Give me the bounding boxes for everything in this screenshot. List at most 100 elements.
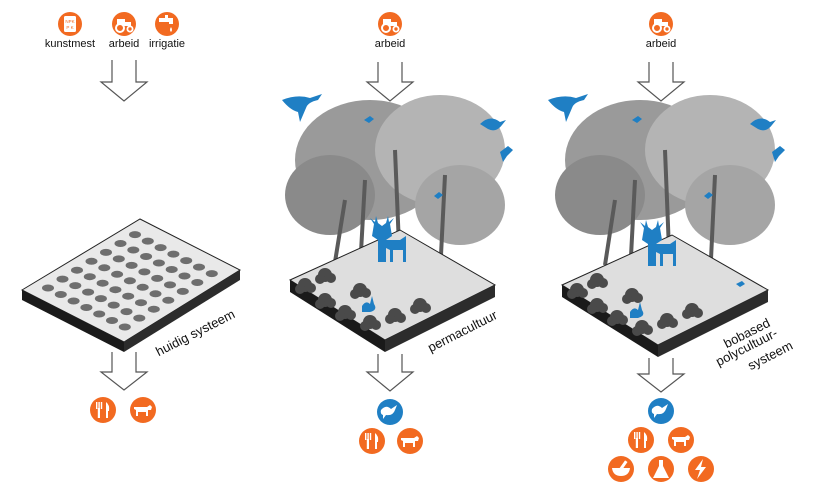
cow-icon — [397, 428, 423, 454]
crop-plant — [83, 273, 96, 281]
permaculture-block — [282, 94, 513, 352]
input-arrow — [99, 60, 149, 102]
cow-icon — [130, 397, 156, 423]
input-label-irrigatie: irrigatie — [148, 38, 186, 50]
eagle-icon — [282, 94, 322, 122]
crop-plant — [114, 240, 127, 247]
crop-plant — [147, 305, 160, 313]
current-system-column — [20, 12, 242, 423]
cow-icon — [668, 427, 694, 453]
bird-icon — [480, 118, 506, 131]
input-label-kunstmest: kunstmest — [44, 38, 96, 50]
wildlife — [548, 94, 785, 318]
crop-plant — [120, 308, 133, 316]
crop-plant — [135, 299, 147, 307]
bird-icon — [632, 116, 642, 123]
input-label-arbeid: arbeid — [374, 38, 406, 50]
current-inputs — [58, 12, 179, 36]
crop-plant — [151, 274, 164, 282]
crop-plant — [180, 257, 193, 265]
wildlife — [282, 94, 513, 312]
tractor-icon — [112, 12, 136, 36]
bird-icon — [772, 146, 785, 162]
crop-plant — [165, 266, 178, 273]
crop-plant — [123, 277, 136, 285]
tree-canopy — [555, 95, 775, 281]
fork-knife-icon — [628, 427, 654, 453]
crop-plant — [149, 290, 162, 298]
crop-plant — [193, 263, 205, 271]
flask-icon — [648, 456, 674, 482]
eagle-icon — [548, 94, 588, 122]
crop-plant — [140, 253, 153, 260]
tractor-icon — [649, 12, 673, 36]
crop-plant — [109, 286, 122, 294]
crop-plant — [94, 295, 107, 303]
rabbit-icon — [362, 296, 376, 312]
bird-icon — [736, 281, 745, 287]
biobased-inputs — [649, 12, 673, 36]
biobased-column — [548, 12, 785, 482]
permaculture-column — [282, 12, 513, 454]
water-tap-icon — [155, 12, 179, 36]
crop-plant — [71, 266, 83, 274]
crop-plant — [80, 304, 93, 311]
bird-icon — [648, 398, 674, 424]
crop-plant — [54, 291, 67, 298]
input-arrow — [365, 62, 415, 102]
output-arrow — [636, 358, 686, 393]
bird-icon — [434, 192, 443, 199]
fork-knife-icon — [90, 397, 116, 423]
crop-plant — [42, 284, 54, 292]
deer-icon — [370, 216, 406, 262]
crop-plant — [56, 275, 69, 283]
crop-plant — [96, 279, 109, 287]
crop-plant — [111, 270, 124, 278]
bird-icon — [364, 116, 374, 123]
output-arrow — [99, 352, 149, 391]
crop-plant — [141, 237, 154, 245]
crop-plant — [67, 297, 80, 305]
crop-plant — [154, 244, 167, 252]
crop-plant — [152, 259, 165, 267]
mortar-bowl-icon — [608, 456, 634, 482]
crop-plant — [176, 287, 189, 295]
biobased-block — [548, 94, 785, 357]
crop-plant — [136, 283, 149, 291]
tractor-icon — [378, 12, 402, 36]
bird-icon — [500, 146, 513, 162]
deer-icon — [640, 220, 676, 266]
current-outputs — [90, 397, 156, 423]
crop-plant — [191, 279, 204, 286]
crop-plant — [112, 255, 125, 263]
crop-plant — [205, 270, 218, 278]
input-label-arbeid: arbeid — [645, 38, 677, 50]
output-arrow — [365, 354, 415, 392]
crop-plant — [82, 288, 95, 296]
crop-plant — [85, 257, 98, 265]
crop-plant — [100, 248, 112, 256]
permaculture-inputs — [378, 12, 402, 36]
fertilizer-bag-icon — [58, 12, 82, 36]
crop-plant — [164, 281, 176, 289]
crop-plant — [98, 264, 111, 272]
crop-plant — [122, 292, 135, 300]
current-field-block — [20, 218, 242, 352]
bird-icon — [704, 192, 713, 199]
crop-plant — [178, 272, 191, 280]
crop-plant — [167, 250, 180, 258]
tree-canopy — [285, 95, 505, 276]
crop-plant — [69, 282, 82, 290]
crop-plant — [125, 261, 138, 269]
crop-plant — [162, 296, 175, 304]
crop-plant — [106, 317, 118, 324]
bird-icon — [377, 399, 403, 425]
crop-plant — [133, 314, 146, 322]
rabbit-icon — [630, 302, 644, 318]
biobased-outputs — [608, 398, 714, 482]
crop-plant — [118, 323, 131, 331]
crop-plant — [129, 231, 141, 239]
input-arrow — [636, 62, 686, 102]
bird-icon — [750, 118, 776, 131]
